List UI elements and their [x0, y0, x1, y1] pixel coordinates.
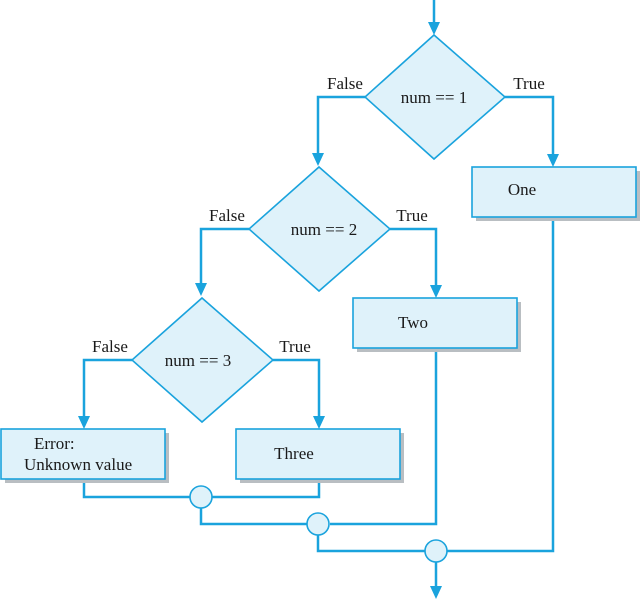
- merge1-out-line: [199, 508, 307, 526]
- entry-arrowhead: [428, 22, 440, 35]
- one-box: [471, 166, 637, 218]
- decision-3-true-label: True: [279, 337, 311, 356]
- d1-true-arrowhead: [547, 154, 559, 167]
- error-box: [0, 428, 166, 480]
- three-merge-line: [212, 479, 321, 499]
- three-label: Three: [274, 444, 314, 463]
- decision-num-eq-2: [247, 165, 392, 293]
- decision-1-false-label: False: [327, 74, 363, 93]
- d2-false-line: [199, 227, 249, 285]
- three-box: [235, 428, 401, 480]
- d1-false-arrowhead: [312, 153, 324, 166]
- d3-false-line: [82, 358, 132, 418]
- two-box: [352, 297, 518, 349]
- one-label: One: [508, 180, 536, 199]
- d3-true-arrowhead: [313, 416, 325, 429]
- decision-num-eq-3: [130, 296, 275, 424]
- error-merge-line: [82, 479, 190, 499]
- error-label-line1: Error:: [34, 434, 75, 453]
- d2-true-line: [390, 227, 438, 287]
- error-label-line2: Unknown value: [24, 455, 132, 474]
- decision-3-false-label: False: [92, 337, 128, 356]
- decision-num-eq-1: [363, 33, 507, 161]
- two-label: Two: [398, 313, 428, 332]
- merge-connector-2: [306, 512, 330, 536]
- d2-false-arrowhead: [195, 283, 207, 296]
- merge-connector-1: [189, 485, 213, 509]
- decision-1-true-label: True: [513, 74, 545, 93]
- d3-false-arrowhead: [78, 416, 90, 429]
- decision-1-condition: num == 1: [401, 88, 467, 107]
- decision-2-condition: num == 2: [291, 220, 357, 239]
- decision-2-false-label: False: [209, 206, 245, 225]
- d3-true-line: [273, 358, 321, 418]
- d1-true-line: [505, 95, 555, 156]
- decision-2-true-label: True: [396, 206, 428, 225]
- one-merge-line: [447, 217, 555, 553]
- d1-false-line: [316, 95, 365, 155]
- two-merge-line: [330, 349, 438, 526]
- merge2-out-line: [316, 535, 425, 553]
- d2-true-arrowhead: [430, 285, 442, 298]
- exit-arrowhead: [430, 586, 442, 599]
- merge-connector-3: [424, 539, 448, 563]
- decision-3-condition: num == 3: [165, 351, 231, 370]
